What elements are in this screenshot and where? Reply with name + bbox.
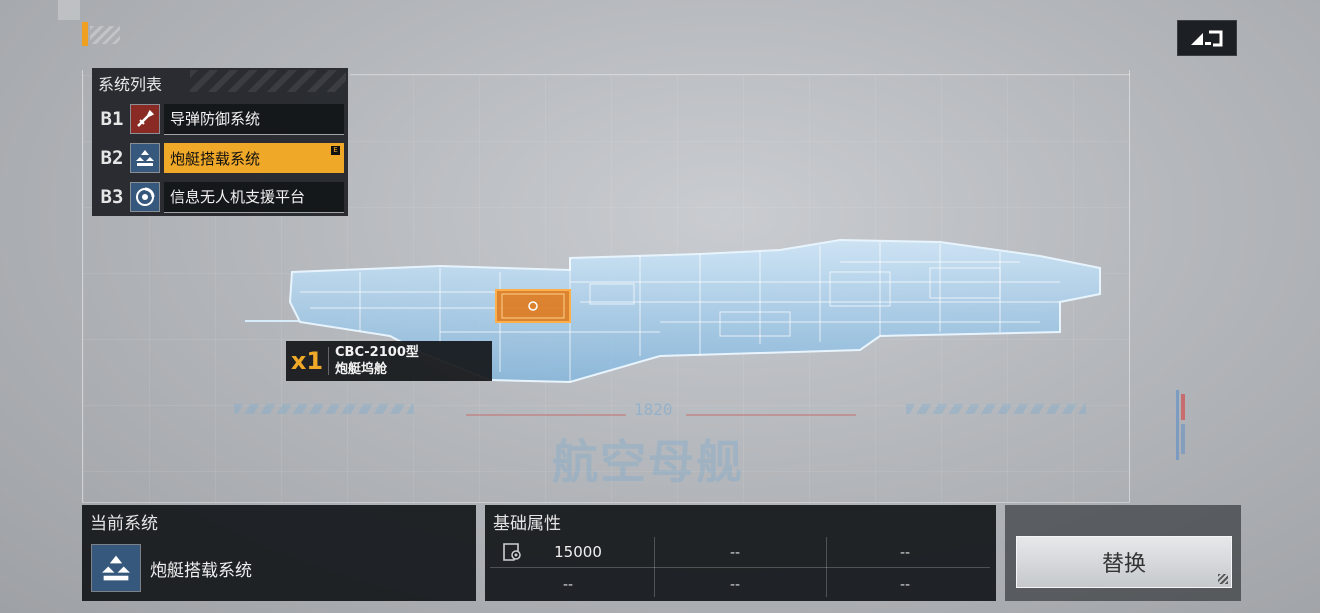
ship-blueprint [245, 238, 1101, 384]
watermark-ship-class: 航空母舰 [552, 435, 744, 489]
module-name: 炮艇坞舱 [335, 362, 388, 377]
title-accent-stripes [90, 26, 120, 44]
system-code: B2 [100, 147, 124, 169]
system-item-b1[interactable]: B1 导弹防御系统 [96, 102, 344, 136]
base-attributes-title: 基础属性 [493, 514, 561, 534]
swap-button-corner [1218, 574, 1228, 584]
system-list-title: 系统列表 [98, 75, 163, 94]
system-list-title-stripes [190, 70, 346, 92]
current-system-title: 当前系统 [90, 514, 158, 534]
system-name: 炮艇搭载系统 E [164, 143, 344, 173]
system-code: B1 [100, 108, 124, 130]
base-attributes-panel [485, 505, 996, 601]
attr-value: -- [899, 577, 911, 593]
frame-line-bottom [82, 502, 1130, 503]
corner-decoration [58, 0, 80, 20]
attr-value: -- [562, 577, 574, 593]
attr-value: -- [729, 577, 741, 593]
current-system-panel [82, 505, 476, 601]
swap-button[interactable]: 替换 [1016, 536, 1232, 588]
gunboat-count-icon [503, 543, 521, 561]
back-button[interactable] [1177, 20, 1237, 56]
frame-line-top [350, 74, 1130, 75]
watermark-hull-number: 1820 [634, 400, 673, 419]
system-name-text: 炮艇搭载系统 [170, 149, 261, 168]
system-code: B3 [100, 186, 124, 208]
system-item-b3[interactable]: B3 信息无人机支援平台 [96, 180, 344, 214]
title-accent-bar [82, 22, 88, 46]
gunboat-icon [91, 544, 141, 592]
back-arrow-icon [1191, 30, 1223, 47]
frame-line-left [82, 70, 83, 502]
missile-icon [130, 104, 160, 134]
drone-icon [130, 182, 160, 212]
system-item-b2[interactable]: B2 炮艇搭载系统 E [96, 141, 344, 175]
system-name: 导弹防御系统 [164, 103, 344, 135]
table-divider [826, 537, 827, 597]
side-indicator [1176, 390, 1185, 460]
table-divider [654, 537, 655, 597]
watermark-line-left [466, 414, 626, 416]
attr-value: -- [899, 545, 911, 561]
attr-value: -- [729, 545, 741, 561]
module-model: CBC-2100型 [335, 345, 419, 360]
watermark-stripes-right [906, 404, 1086, 414]
attributes-table: 15000 -- -- -- -- -- [490, 537, 990, 597]
module-quantity: x1 [286, 347, 329, 375]
module-info: CBC-2100型 炮艇坞舱 [329, 344, 419, 378]
current-system-name: 炮艇搭载系统 [150, 561, 252, 581]
watermark-line-right [686, 414, 856, 416]
module-tag: x1 CBC-2100型 炮艇坞舱 [286, 341, 492, 381]
table-divider [490, 567, 990, 568]
gunboat-icon [130, 143, 160, 173]
system-name: 信息无人机支援平台 [164, 181, 344, 213]
frame-line-right [1129, 70, 1130, 502]
attr-value: 15000 [554, 543, 602, 561]
watermark-stripes-left [234, 404, 414, 414]
equipped-badge: E [331, 146, 340, 155]
